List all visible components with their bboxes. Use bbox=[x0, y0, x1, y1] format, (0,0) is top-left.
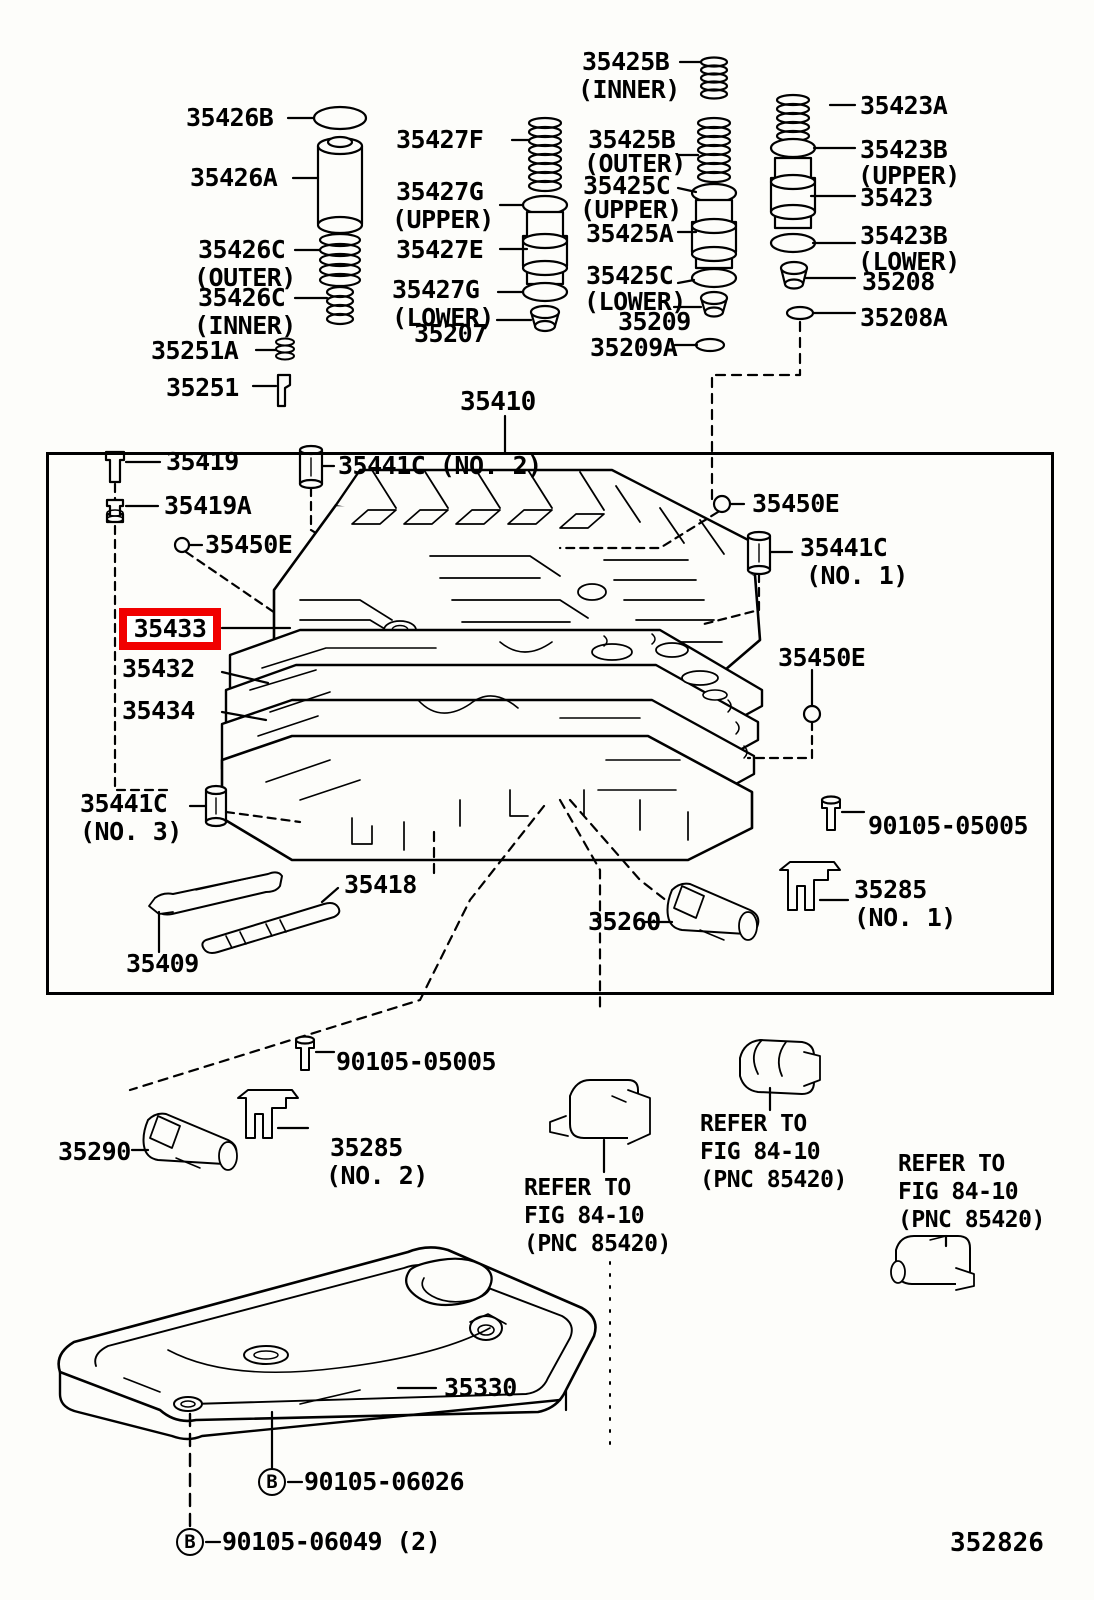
callout-35425B-inner: 35425B bbox=[582, 47, 670, 76]
callout-35450E-upper-right: 35450E bbox=[752, 489, 840, 518]
refer-1-line1: REFER TO bbox=[524, 1175, 631, 1201]
callout-35423B-upper-sub: (UPPER) bbox=[858, 161, 960, 190]
callout-35208A: 35208A bbox=[860, 303, 948, 332]
callout-35425C-upper: 35425C bbox=[583, 171, 671, 200]
callout-35423A: 35423A bbox=[860, 91, 948, 120]
callout-35425C-upper-sub: (UPPER) bbox=[580, 195, 682, 224]
callout-35423: 35423 bbox=[860, 183, 933, 212]
callout-35251A: 35251A bbox=[151, 336, 239, 365]
callout-35423B-lower-sub: (LOWER) bbox=[858, 247, 960, 276]
callout-35427F: 35427F bbox=[396, 125, 484, 154]
refer-3-line3: (PNC 85420) bbox=[898, 1207, 1045, 1233]
refer-2-line3: (PNC 85420) bbox=[700, 1167, 847, 1193]
callout-35285-no2: 35285 bbox=[330, 1133, 403, 1162]
callout-35207: 35207 bbox=[414, 319, 487, 348]
callout-35426A: 35426A bbox=[190, 163, 278, 192]
callout-35285-no1: 35285 bbox=[854, 875, 927, 904]
callout-35441C-no1-sub: (NO. 1) bbox=[806, 561, 908, 590]
callout-35450E-left: 35450E bbox=[205, 530, 293, 559]
callout-35419: 35419 bbox=[166, 447, 239, 476]
refer-block-1: REFER TO FIG 84-10 (PNC 85420) bbox=[524, 1174, 671, 1258]
callout-35285-no1-sub: (NO. 1) bbox=[854, 903, 956, 932]
callout-35425B-inner-sub: (INNER) bbox=[578, 75, 680, 104]
callout-35409: 35409 bbox=[126, 949, 199, 978]
callout-35427G-upper: 35427G bbox=[396, 177, 484, 206]
callout-35427E: 35427E bbox=[396, 235, 484, 264]
callout-35441C-no2: 35441C (NO. 2) bbox=[338, 451, 542, 480]
valve-body-assembly-box bbox=[46, 452, 1054, 995]
callout-35427G-lower-sub: (LOWER) bbox=[392, 303, 494, 332]
callout-35208: 35208 bbox=[862, 267, 935, 296]
callout-35441C-no3: 35441C bbox=[80, 789, 168, 818]
callout-35330: 35330 bbox=[444, 1373, 517, 1402]
callout-35434: 35434 bbox=[122, 696, 195, 725]
bolt-marker-b-1: B bbox=[258, 1468, 286, 1496]
callout-35441C-no1: 35441C bbox=[800, 533, 888, 562]
callout-90105-06049: 90105-06049 (2) bbox=[222, 1527, 441, 1556]
callout-35209A: 35209A bbox=[590, 333, 678, 362]
callout-35290: 35290 bbox=[58, 1137, 131, 1166]
refer-3-line2: FIG 84-10 bbox=[898, 1179, 1019, 1205]
callout-35425B-outer: 35425B bbox=[588, 125, 676, 154]
callout-35260: 35260 bbox=[588, 907, 661, 936]
refer-block-3: REFER TO FIG 84-10 (PNC 85420) bbox=[898, 1150, 1045, 1234]
callout-35251: 35251 bbox=[166, 373, 239, 402]
refer-2-line1: REFER TO bbox=[700, 1111, 807, 1137]
bolt-marker-b-2: B bbox=[176, 1528, 204, 1556]
figure-number: 352826 bbox=[950, 1528, 1044, 1558]
callout-35418: 35418 bbox=[344, 870, 417, 899]
callout-35426C-outer-sub: (OUTER) bbox=[194, 263, 296, 292]
callout-35425C-lower: 35425C bbox=[586, 261, 674, 290]
callout-35425C-lower-sub: (LOWER) bbox=[584, 287, 686, 316]
callout-35423B-lower: 35423B bbox=[860, 221, 948, 250]
callout-35432: 35432 bbox=[122, 654, 195, 683]
callout-35441C-no3-sub: (NO. 3) bbox=[80, 817, 182, 846]
callout-35426C-inner: 35426C bbox=[198, 283, 286, 312]
callout-35450E-lower-right: 35450E bbox=[778, 643, 866, 672]
refer-block-2: REFER TO FIG 84-10 (PNC 85420) bbox=[700, 1110, 847, 1194]
refer-1-line2: FIG 84-10 bbox=[524, 1203, 645, 1229]
callout-35285-no2-sub: (NO. 2) bbox=[326, 1161, 428, 1190]
refer-1-line3: (PNC 85420) bbox=[524, 1231, 671, 1257]
callout-35427G-lower: 35427G bbox=[392, 275, 480, 304]
callout-35426B: 35426B bbox=[186, 103, 274, 132]
callout-90105-05005-lower: 90105-05005 bbox=[336, 1047, 497, 1076]
callout-35410-assembly: 35410 bbox=[460, 387, 536, 417]
callout-35425B-outer-sub: (OUTER) bbox=[584, 149, 686, 178]
callout-90105-06026: 90105-06026 bbox=[304, 1467, 465, 1496]
callout-35433-text: 35433 bbox=[133, 614, 207, 643]
callout-35427G-upper-sub: (UPPER) bbox=[392, 205, 494, 234]
highlighted-part-35433[interactable]: 35433 bbox=[119, 608, 221, 650]
refer-3-line1: REFER TO bbox=[898, 1151, 1005, 1177]
callout-35425A: 35425A bbox=[586, 219, 674, 248]
callout-90105-05005-upper: 90105-05005 bbox=[868, 811, 1029, 840]
refer-2-line2: FIG 84-10 bbox=[700, 1139, 821, 1165]
callout-35209: 35209 bbox=[618, 307, 691, 336]
callout-35419A: 35419A bbox=[164, 491, 252, 520]
callout-35423B-upper: 35423B bbox=[860, 135, 948, 164]
callout-35426C-outer: 35426C bbox=[198, 235, 286, 264]
callout-35426C-inner-sub: (INNER) bbox=[194, 311, 296, 340]
